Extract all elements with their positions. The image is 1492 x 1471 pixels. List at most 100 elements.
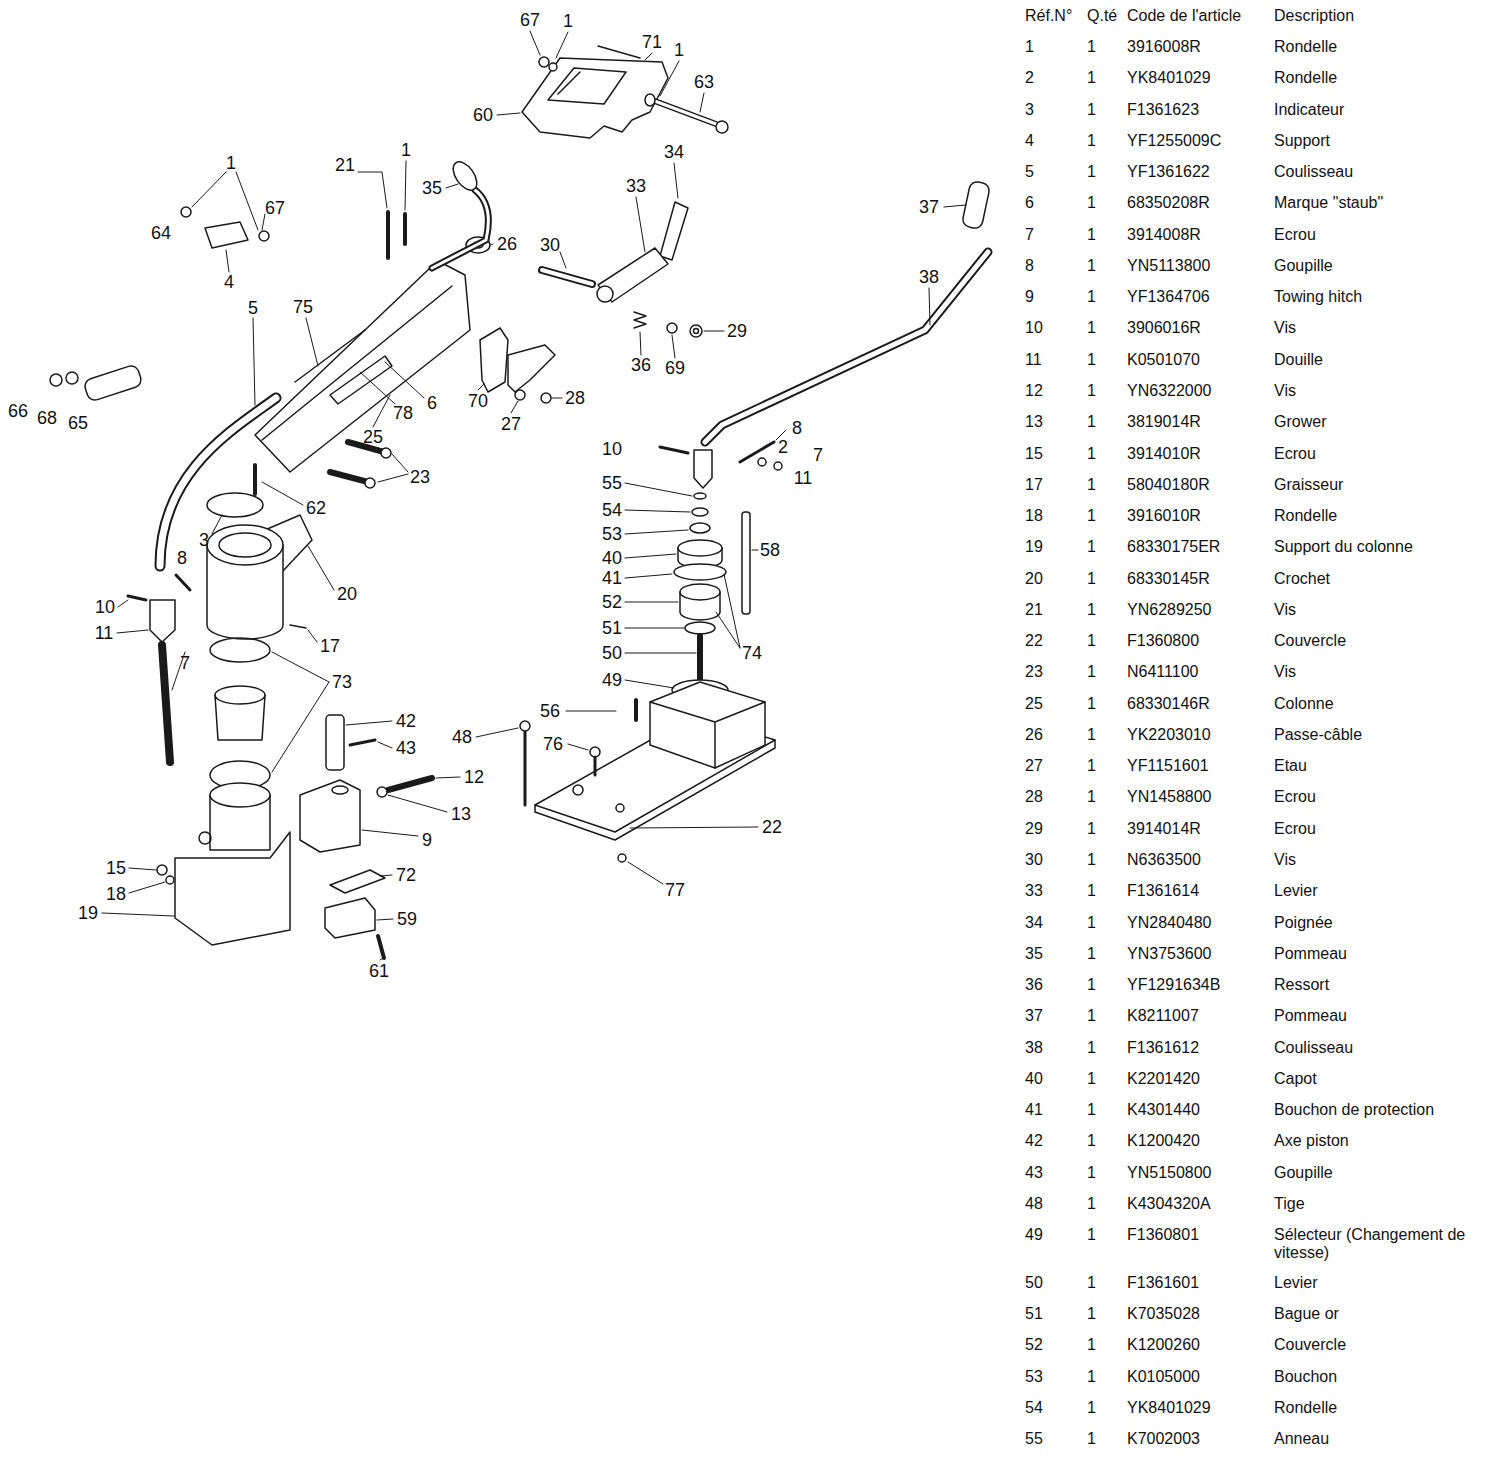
table-cell: 48 <box>1025 1195 1043 1213</box>
table-cell: 33 <box>1025 882 1043 900</box>
table-cell: Bague or <box>1274 1305 1486 1323</box>
leader-line <box>360 372 395 404</box>
housing-part <box>207 525 283 565</box>
table-cell: 1 <box>1087 1070 1096 1088</box>
table-cell: 42 <box>1025 1132 1043 1150</box>
table-cell: 36 <box>1025 976 1043 994</box>
callout-number: 71 <box>642 33 662 51</box>
table-cell: 1 <box>1087 445 1096 463</box>
table-cell: Marque "staub" <box>1274 194 1486 212</box>
leader-line <box>625 602 678 603</box>
housing-part <box>210 783 270 807</box>
leader-line <box>392 454 408 472</box>
callout-number: 69 <box>665 359 685 377</box>
lever-part <box>660 202 688 260</box>
callout-number: 9 <box>422 831 432 849</box>
base-plate <box>520 682 775 862</box>
callout-number: 49 <box>602 671 622 689</box>
table-cell: Coulisseau <box>1274 163 1486 181</box>
leader-line <box>625 530 688 534</box>
table-cell: Vis <box>1274 382 1486 400</box>
table-cell: K8211007 <box>1127 1007 1199 1025</box>
table-cell: Support du colonne <box>1274 538 1486 556</box>
lever-part <box>690 325 702 337</box>
leader-line <box>491 244 493 245</box>
leader-line <box>929 288 930 325</box>
table-cell: Bouchon <box>1274 1368 1486 1386</box>
table-cell: Support <box>1274 132 1486 150</box>
lever-part <box>542 270 592 284</box>
support-part <box>181 207 191 217</box>
table-cell: YN2840480 <box>1127 914 1212 932</box>
column-part <box>381 448 391 458</box>
shift-lever <box>758 458 766 466</box>
callout-number: 15 <box>106 859 126 877</box>
table-cell: 34 <box>1025 914 1043 932</box>
clevis-part <box>176 575 190 590</box>
table-cell: 17 <box>1025 476 1043 494</box>
table-cell: Levier <box>1274 882 1486 900</box>
table-cell: 2 <box>1025 69 1034 87</box>
table-cell: 5 <box>1025 163 1034 181</box>
table-cell: 54 <box>1025 1399 1043 1417</box>
clamp-part <box>480 328 508 392</box>
table-cell: 1 <box>1087 914 1096 932</box>
hitch-part <box>326 715 344 770</box>
table-cell: Douille <box>1274 351 1486 369</box>
leader-line <box>117 630 148 633</box>
selector-stack <box>678 540 722 556</box>
table-cell: 1 <box>1087 570 1096 588</box>
table-cell: F1361612 <box>1127 1039 1199 1057</box>
callout-number: 22 <box>762 818 782 836</box>
table-cell: 1 <box>1087 882 1096 900</box>
table-cell: F1361601 <box>1127 1274 1199 1292</box>
selector-stack <box>692 508 708 516</box>
housing-part <box>219 533 271 557</box>
cover-part <box>549 63 557 71</box>
table-cell: 58040180R <box>1127 476 1210 494</box>
table-cell: Vis <box>1274 851 1486 869</box>
leader-line <box>436 777 460 778</box>
table-cell: 1 <box>1087 132 1096 150</box>
shift-lever <box>694 450 712 488</box>
lever-part <box>634 312 646 328</box>
clamp-part <box>541 393 551 403</box>
table-cell: 8 <box>1025 257 1034 275</box>
table-cell: 1 <box>1087 1430 1096 1448</box>
leader-line <box>129 868 156 870</box>
callout-number: 42 <box>396 712 416 730</box>
lever-part <box>667 323 677 333</box>
table-cell: 3916008R <box>1127 38 1201 56</box>
table-cell: Ecrou <box>1274 226 1486 244</box>
leader-line <box>378 742 392 748</box>
table-cell: K0501070 <box>1127 351 1200 369</box>
table-cell: YF1361622 <box>1127 163 1210 181</box>
table-cell: Anneau <box>1274 1430 1486 1448</box>
leader-line <box>272 682 329 772</box>
lever-part <box>694 329 699 334</box>
table-cell: 1 <box>1087 820 1096 838</box>
table-cell: 1 <box>1087 163 1096 181</box>
callout-number: 11 <box>95 624 114 642</box>
callout-number: 38 <box>919 268 939 286</box>
table-cell: 1 <box>1087 194 1096 212</box>
leader-line <box>385 362 424 398</box>
table-cell: 11 <box>1025 351 1042 369</box>
leader-line <box>700 93 704 112</box>
leader-line <box>346 721 392 725</box>
table-cell: YF1255009C <box>1127 132 1221 150</box>
table-cell: YN6322000 <box>1127 382 1212 400</box>
callout-number: 62 <box>306 499 326 517</box>
leader-line <box>373 395 390 427</box>
table-cell: Grower <box>1274 413 1486 431</box>
table-cell: Tige <box>1274 1195 1486 1213</box>
callout-number: 13 <box>451 805 471 823</box>
table-cell: K4304320A <box>1127 1195 1211 1213</box>
cover-part <box>522 46 728 138</box>
shift-lever <box>774 462 782 470</box>
callout-number: 74 <box>742 644 762 662</box>
table-cell: 1 <box>1087 507 1096 525</box>
leader-line <box>380 958 383 960</box>
table-cell: F1361614 <box>1127 882 1199 900</box>
callout-number: 3 <box>199 531 209 549</box>
